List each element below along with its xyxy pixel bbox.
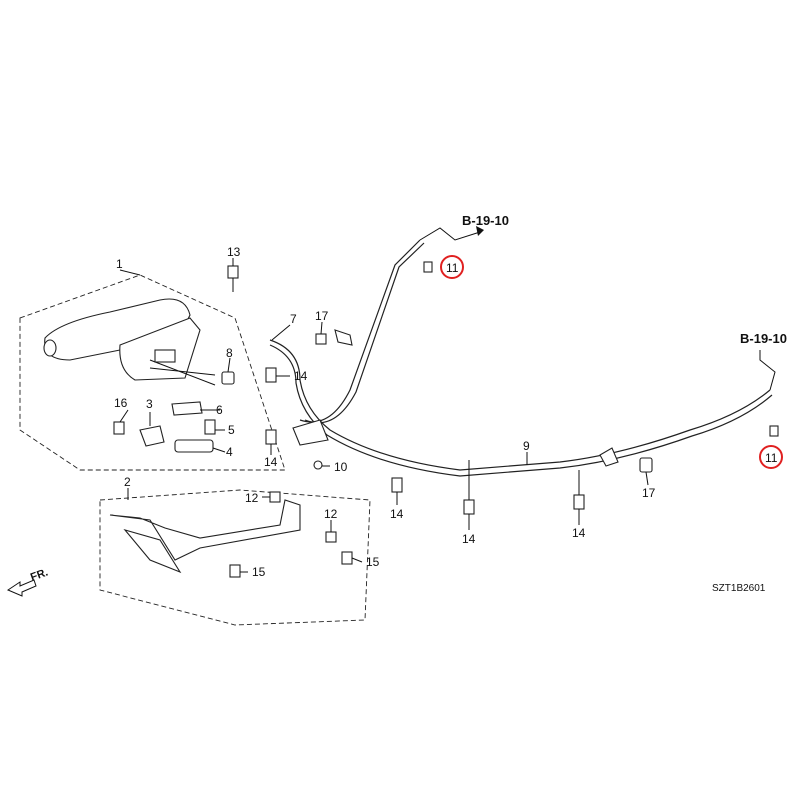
bracket-group-outline xyxy=(99,489,371,626)
brake-lever-handle[interactable] xyxy=(44,298,191,361)
equalizer-10[interactable] xyxy=(292,419,329,470)
label-part-3: 3 xyxy=(146,397,153,411)
nut-8[interactable] xyxy=(221,371,235,385)
label-part-11b: 11 xyxy=(765,451,778,465)
label-part-4: 4 xyxy=(226,445,233,459)
label-part-14b: 14 xyxy=(264,455,278,469)
label-part-6: 6 xyxy=(216,403,223,417)
label-part-9: 9 xyxy=(523,439,530,453)
bracket-part-6[interactable] xyxy=(171,401,203,416)
nut-12b[interactable] xyxy=(325,531,337,543)
bolt-14a[interactable] xyxy=(265,367,277,383)
bolt-15b[interactable] xyxy=(341,551,353,565)
nut-12a[interactable] xyxy=(269,491,281,503)
lever-bracket[interactable] xyxy=(154,349,176,363)
ref-link-line-1 xyxy=(419,227,481,241)
brake-bracket[interactable] xyxy=(109,499,301,561)
bolt-14c[interactable] xyxy=(391,477,403,493)
ref-link-line-2 xyxy=(759,350,776,391)
switch-part-3[interactable] xyxy=(139,425,165,447)
label-part-11a: 11 xyxy=(446,261,459,275)
nut-17b[interactable] xyxy=(639,457,653,473)
lever-group-outline xyxy=(19,274,286,471)
lever-ratchet-base[interactable] xyxy=(119,317,201,381)
label-part-5: 5 xyxy=(228,423,235,437)
ref-link-b-19-10-top[interactable]: B-19-10 xyxy=(462,213,509,228)
label-part-17a: 17 xyxy=(315,309,329,323)
clip-11a[interactable] xyxy=(423,261,433,273)
label-part-14c: 14 xyxy=(390,507,404,521)
label-part-10: 10 xyxy=(334,460,348,474)
label-part-14a: 14 xyxy=(294,369,308,383)
highlight-circle-11b xyxy=(759,445,783,469)
nut-17a[interactable] xyxy=(315,333,327,345)
label-part-14d: 14 xyxy=(462,532,476,546)
bracket-foot[interactable] xyxy=(123,528,182,574)
spring-part-4[interactable] xyxy=(174,439,214,453)
label-part-12b: 12 xyxy=(324,507,338,521)
bolt-15a[interactable] xyxy=(229,564,241,578)
label-part-14e: 14 xyxy=(572,526,586,540)
label-part-12a: 12 xyxy=(245,491,259,505)
main-cable-9[interactable] xyxy=(269,339,771,471)
lever-assembly-group xyxy=(19,274,286,471)
cable-clamp-upper[interactable] xyxy=(334,329,353,346)
bolt-13[interactable] xyxy=(227,265,239,292)
rear-cable-left[interactable] xyxy=(299,239,421,423)
bolt-part-16[interactable] xyxy=(113,421,125,435)
label-part-7: 7 xyxy=(290,312,297,326)
bracket-assembly-group xyxy=(99,489,371,626)
diagram-code: SZT1B2601 xyxy=(712,583,766,594)
label-part-13: 13 xyxy=(227,245,241,259)
label-part-2: 2 xyxy=(124,475,131,489)
cable-clamp-lower[interactable] xyxy=(599,447,619,467)
front-arrow-icon xyxy=(6,579,37,597)
bolt-14b[interactable] xyxy=(265,429,277,445)
label-part-8: 8 xyxy=(226,346,233,360)
ref-link-b-19-10-right[interactable]: B-19-10 xyxy=(740,331,787,346)
label-part-1: 1 xyxy=(116,257,123,271)
lever-button[interactable] xyxy=(43,339,57,357)
label-part-15b: 15 xyxy=(366,555,380,569)
bolt-14e[interactable] xyxy=(573,494,585,510)
clip-part-5[interactable] xyxy=(204,419,216,435)
label-part-15a: 15 xyxy=(252,565,266,579)
bolt-14d[interactable] xyxy=(463,499,475,515)
label-part-16: 16 xyxy=(114,396,128,410)
clip-11b[interactable] xyxy=(769,425,779,437)
label-part-17b: 17 xyxy=(642,486,656,500)
highlight-circle-11a xyxy=(440,255,464,279)
front-label: FR. xyxy=(29,566,50,583)
